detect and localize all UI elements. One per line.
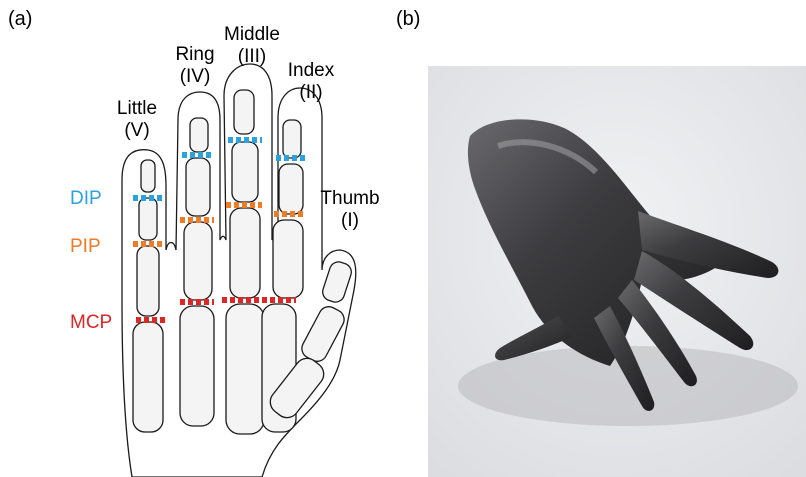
finger-name-index: Index (276, 60, 346, 82)
finger-label-thumb: Thumb (I) (314, 188, 386, 232)
finger-numeral-thumb: (I) (314, 210, 386, 232)
finger-name-thumb: Thumb (314, 188, 386, 210)
finger-name-middle: Middle (216, 24, 288, 46)
ring-finger-bones (180, 118, 214, 426)
finger-numeral-little: (V) (106, 120, 168, 142)
finger-name-little: Little (106, 98, 168, 120)
finger-numeral-index: (II) (276, 82, 346, 104)
finger-label-little: Little (V) (106, 98, 168, 142)
joint-label-mcp: MCP (70, 312, 112, 334)
finger-numeral-ring: (IV) (164, 66, 226, 88)
joint-label-dip: DIP (70, 188, 102, 210)
joint-label-pip: PIP (70, 236, 101, 258)
finger-label-index: Index (II) (276, 60, 346, 104)
hand-sculpture-photo (428, 66, 806, 477)
